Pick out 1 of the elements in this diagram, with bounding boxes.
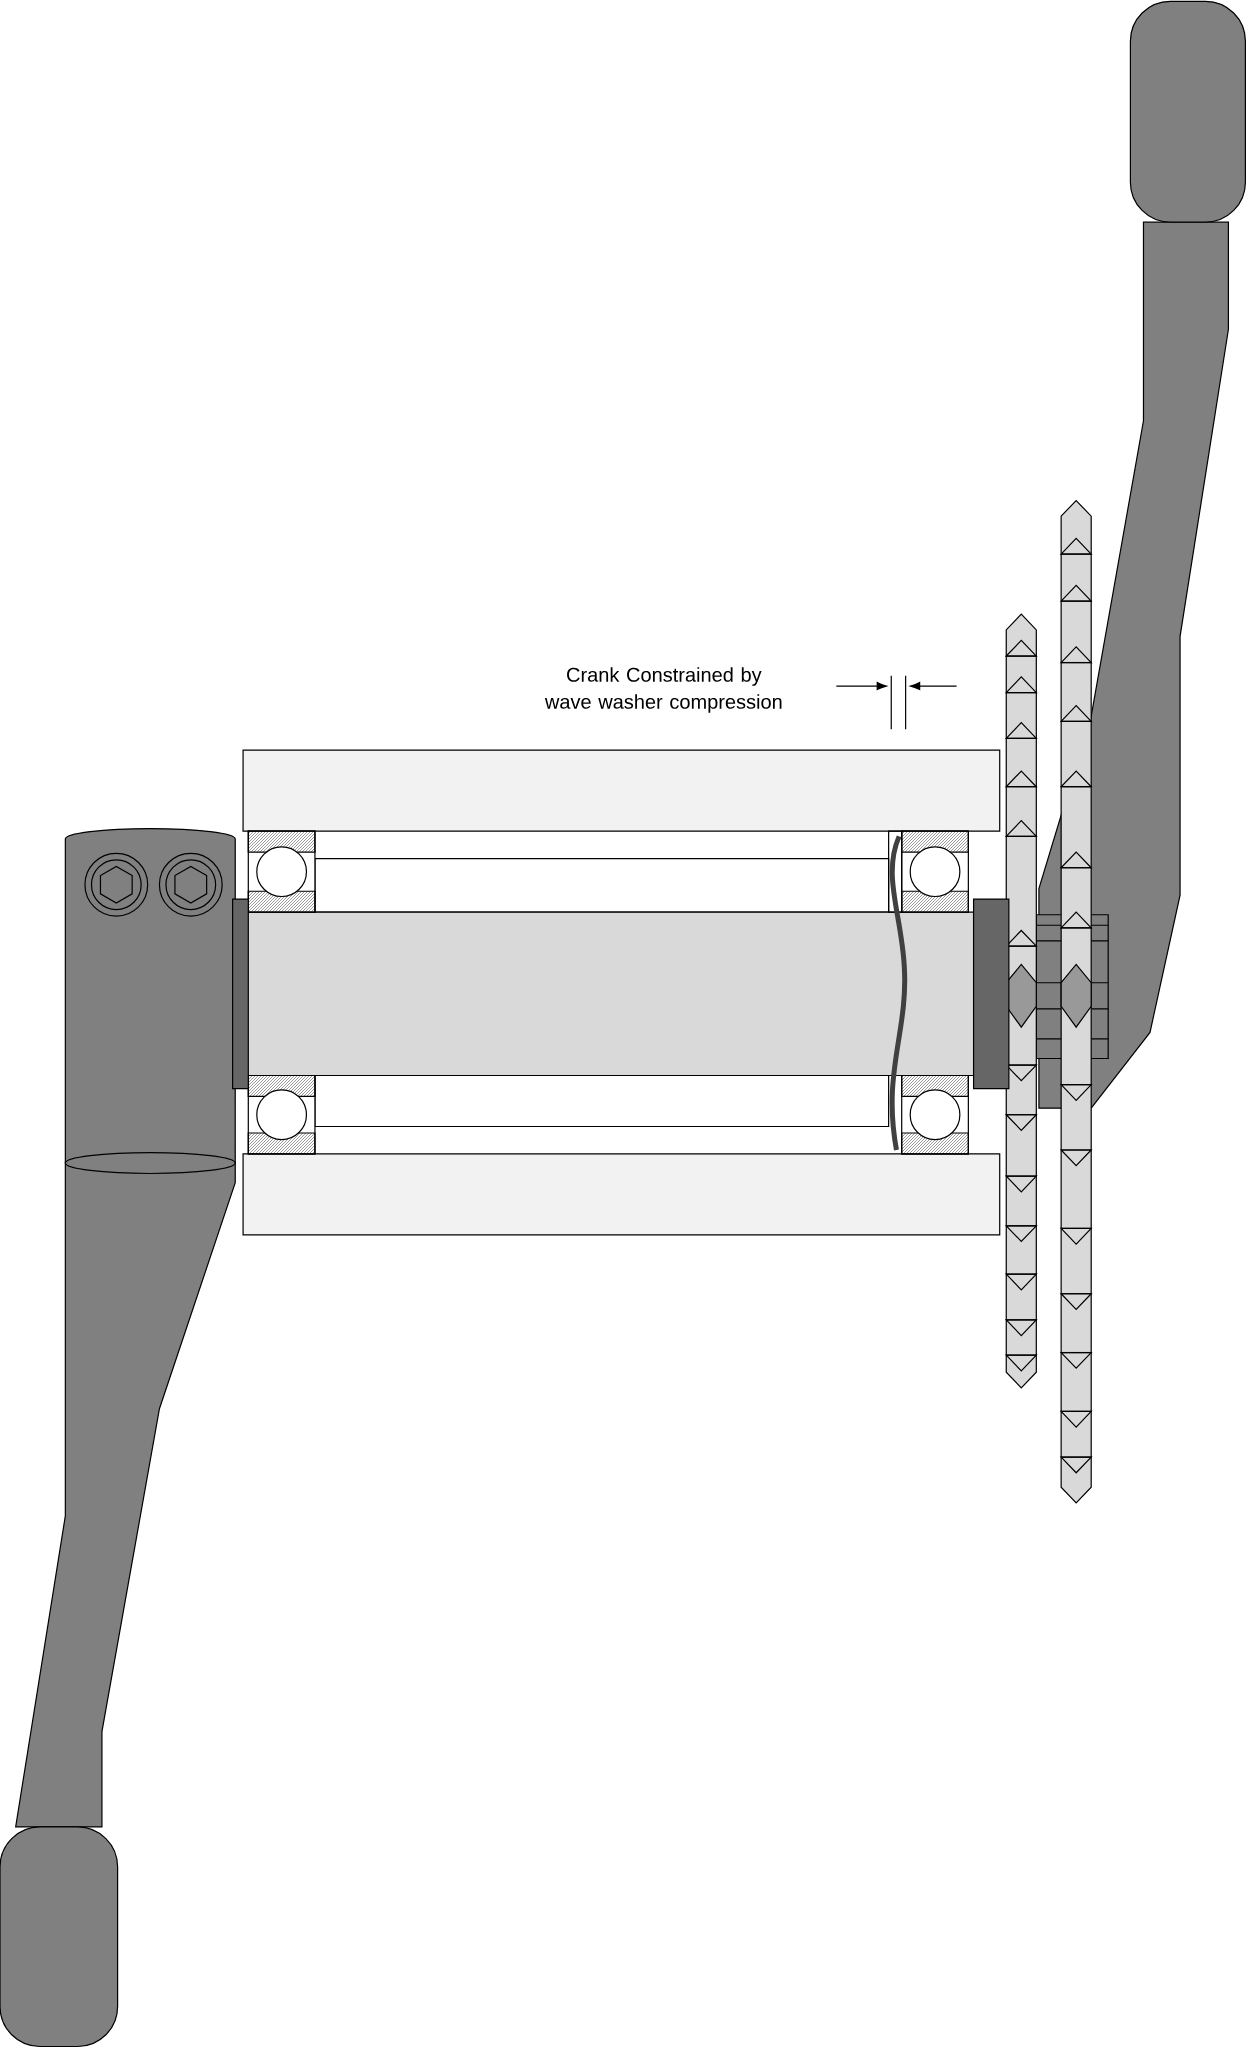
callout-text: Crank Constrained by wave washer compression xyxy=(544,667,782,713)
